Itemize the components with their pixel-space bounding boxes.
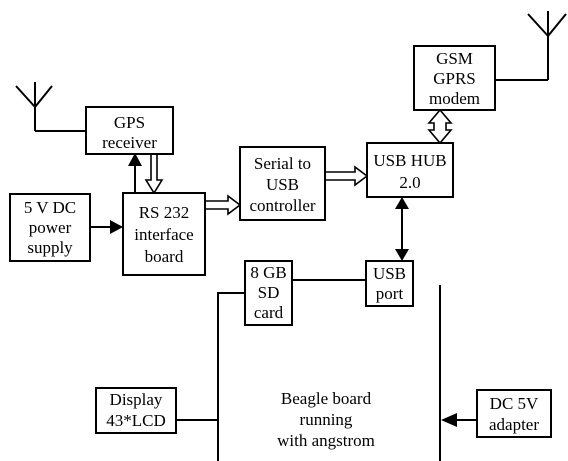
beagle-board-left-border [217, 292, 245, 461]
display-label-1: Display [110, 390, 163, 409]
gsm-antenna-icon [495, 11, 567, 81]
serial-label-1: Serial to [254, 154, 311, 173]
usb-port-label-1: USB [373, 264, 406, 283]
adapter-label-1: DC 5V [490, 394, 539, 413]
beagle-label-2: running [300, 410, 353, 429]
serial-usb-controller-block: Serial to USB controller [239, 146, 326, 221]
gps-to-rs232-solid-arrow [128, 153, 142, 194]
adapter-to-beagle-arrow [441, 413, 477, 427]
power-to-rs232-arrow [90, 220, 123, 234]
gsm-label-3: modem [429, 89, 480, 108]
rs232-board-block: RS 232 interface board [122, 192, 206, 276]
display-block: Display 43*LCD [95, 387, 177, 434]
beagle-board-label: Beagle board running with angstrom [277, 389, 375, 450]
gps-receiver-label-2: receiver [102, 133, 157, 152]
gps-receiver-label-1: GPS [114, 113, 145, 132]
rs232-label-2: interface [134, 225, 193, 244]
rs232-label-3: board [145, 247, 184, 266]
dc-adapter-block: DC 5V adapter [476, 389, 552, 438]
rs232-to-gps-hollow-arrow [144, 153, 164, 195]
gps-receiver-block: GPS receiver [85, 106, 174, 155]
serial-to-hub-hollow-arrow [324, 165, 369, 187]
gsm-gprs-modem-block: GSM GPRS modem [413, 45, 496, 111]
usb-hub-label-2: 2.0 [399, 173, 420, 192]
usb-hub-block: USB HUB 2.0 [366, 142, 454, 198]
rs232-to-serial-hollow-arrow [204, 194, 242, 216]
usb-port-block: USB port [365, 260, 414, 307]
sd-card-block: 8 GB SD card [244, 260, 293, 326]
hub-gsm-double-hollow-arrow [427, 108, 453, 145]
power-supply-label-3: supply [27, 238, 73, 257]
beagle-label-1: Beagle board [281, 389, 372, 408]
adapter-label-2: adapter [489, 415, 539, 434]
gsm-label-1: GSM [436, 49, 473, 68]
usb-port-label-2: port [376, 284, 404, 303]
usb-hub-label-1: USB HUB [373, 151, 446, 170]
serial-label-3: controller [249, 196, 315, 215]
display-label-2: 43*LCD [106, 411, 166, 430]
power-supply-block: 5 V DC power supply [9, 193, 91, 262]
power-supply-label-2: power [29, 218, 72, 237]
hub-usbport-double-arrow [395, 197, 409, 261]
sd-card-label-2: SD [258, 283, 280, 302]
rs232-label-1: RS 232 [139, 203, 190, 222]
beagle-label-3: with angstrom [277, 431, 375, 450]
serial-label-2: USB [266, 175, 299, 194]
gps-antenna-icon [15, 82, 86, 132]
sd-card-label-3: card [254, 303, 284, 322]
sd-card-label-1: 8 GB [250, 263, 286, 282]
gsm-label-2: GPRS [433, 69, 476, 88]
power-supply-label-1: 5 V DC [24, 198, 76, 217]
